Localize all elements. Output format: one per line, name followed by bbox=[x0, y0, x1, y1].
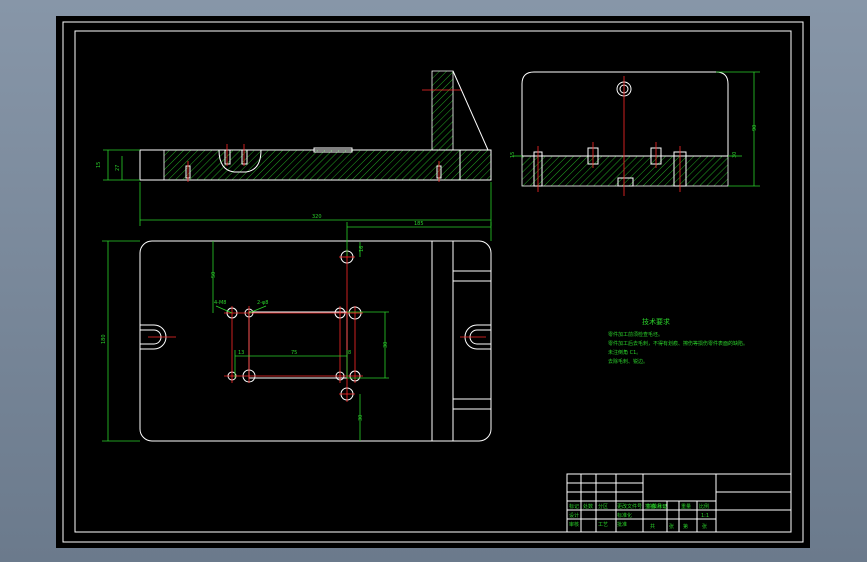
tb-stage: 阶段标记 bbox=[647, 503, 667, 510]
tech-note-1: 零件加工前须检查毛坯。 bbox=[608, 331, 663, 338]
tb-standard: 标准化 bbox=[617, 512, 632, 519]
tb-change-doc: 更改文件号 bbox=[617, 503, 642, 510]
dim-offset-a: 13 bbox=[238, 350, 244, 356]
tech-note-2: 零件加工后去毛刺，不得有划痕、擦伤等损伤零件表面的缺陷。 bbox=[608, 340, 748, 347]
dim-hole-b: 50 bbox=[211, 272, 217, 278]
dim-plan-width: 185 bbox=[414, 221, 424, 227]
dim-hole-a: 16 bbox=[359, 246, 365, 252]
tb-zone: 分区 bbox=[598, 503, 608, 510]
tb-approve: 批准 bbox=[617, 521, 627, 528]
dim-front-h1: 15 bbox=[96, 162, 102, 168]
tb-sheets-1: 张 bbox=[669, 523, 674, 530]
dim-slot-width: 30 bbox=[383, 342, 389, 348]
tb-sheet-no: 第 bbox=[683, 523, 688, 530]
tb-date: 年月日 bbox=[652, 503, 667, 510]
tb-weight: 重量 bbox=[681, 503, 691, 510]
tb-total: 共 bbox=[650, 523, 655, 530]
drawing-canvas: 320 15 27 90 15 30 bbox=[62, 21, 804, 543]
dim-offset-b: 8 bbox=[348, 350, 351, 356]
tb-scale-value: 1:1 bbox=[701, 513, 709, 519]
tb-mark: 标记 bbox=[569, 503, 579, 510]
tech-note-4: 去除毛刺、锐边。 bbox=[608, 358, 648, 365]
tech-title: 技术要求 bbox=[642, 317, 670, 326]
tech-note-3: 未注倒角 C1。 bbox=[608, 349, 641, 356]
outer-border bbox=[62, 21, 804, 543]
drawing-sheet: 320 15 27 90 15 30 bbox=[56, 16, 810, 548]
note-tapped-holes: 4-M8 bbox=[214, 300, 226, 306]
side-view bbox=[512, 71, 760, 196]
dim-front-length: 320 bbox=[312, 214, 322, 220]
dim-side-left: 15 bbox=[510, 152, 516, 158]
dim-side-height: 90 bbox=[752, 125, 758, 131]
tb-count: 处数 bbox=[583, 503, 593, 510]
dim-bottom-offset: 30 bbox=[358, 415, 364, 421]
dim-plan-height: 180 bbox=[101, 334, 107, 344]
title-block bbox=[566, 473, 792, 533]
plan-view bbox=[102, 222, 492, 442]
dim-front-h2: 27 bbox=[115, 165, 121, 171]
tb-scale-label: 比例 bbox=[699, 503, 709, 510]
inner-border bbox=[74, 30, 792, 533]
note-pin-holes: 2-φ8 bbox=[257, 300, 268, 306]
dim-side-right: 30 bbox=[732, 152, 738, 158]
front-section-view bbox=[103, 70, 492, 226]
tb-design: 设计 bbox=[569, 512, 579, 519]
dim-slot-len: 75 bbox=[291, 350, 297, 356]
tb-review: 审核 bbox=[569, 521, 579, 528]
tb-process: 工艺 bbox=[598, 522, 608, 528]
tb-sheets-2: 张 bbox=[702, 523, 707, 530]
tb-sign: 签名 bbox=[645, 503, 655, 510]
